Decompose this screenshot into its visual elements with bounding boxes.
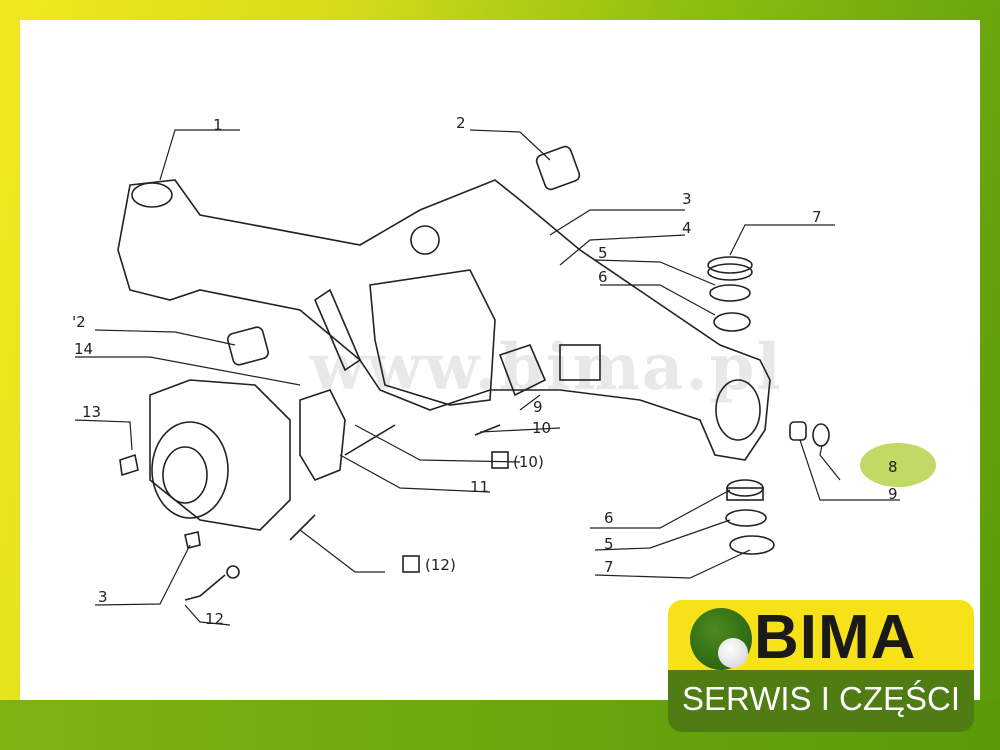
logo-ball-highlight-icon [718,638,748,668]
final-drive-carrier [149,379,291,531]
label-part-6-top: 6 [598,268,608,286]
watermark: www.bima.pl [310,330,783,405]
label-part-11: 11 [470,478,490,496]
label-part-9-right: 9 [888,485,898,503]
label-part-7-top: 7 [812,208,822,226]
label-part-14: 14 [74,340,94,358]
symbol-box-10 [491,451,509,469]
label-part-3: 3 [682,190,692,208]
label-part-1: 1 [213,116,223,134]
label-part-13: 13 [82,403,102,421]
label-part-4: 4 [682,219,692,237]
label-part-9-center: 9 [533,398,543,416]
label-part-10: 10 [532,419,552,437]
label-part-2: 2 [456,114,466,132]
label-part-12-kit: (12) [425,556,456,574]
label-part-8: 8 [888,458,898,476]
logo-tagline: SERWIS I CZĘŚCI [681,680,961,717]
label-part-2b: '2 [72,313,86,331]
axle-left-bore [131,182,173,208]
label-part-7-bottom: 7 [604,558,614,576]
label-part-3-bottom: 3 [98,588,108,606]
symbol-box-12 [402,555,420,573]
highlight-part-8 [860,443,936,487]
label-part-6-bottom: 6 [604,509,614,527]
label-part-12: 12 [205,610,225,628]
diagram-canvas [20,20,980,700]
logo-name: BIMA [754,603,917,672]
label-part-5-top: 5 [598,244,608,262]
center-cover [369,269,496,406]
bima-logo: BIMA SERWIS I CZĘŚCI [668,600,974,732]
label-part-10-kit: (10) [513,453,544,471]
axle-right-bore [715,379,761,441]
axle-housing [117,179,771,461]
label-part-5-bottom: 5 [604,535,614,553]
